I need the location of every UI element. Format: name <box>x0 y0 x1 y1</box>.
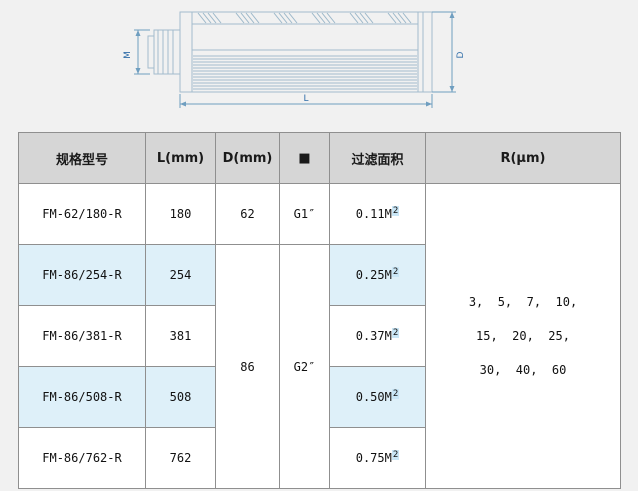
table-row: FM-86/762-R 762 0.75M2 <box>18 427 621 489</box>
area-cell: 0.75M2 <box>329 427 426 489</box>
model-cell: FM-86/254-R <box>18 244 146 306</box>
micron-cell: 3, 5, 7, 10, 15, 20, 25, 30, 40, 60 <box>425 183 621 489</box>
length-cell: 381 <box>145 305 216 367</box>
technical-drawing: M D L <box>0 0 638 130</box>
table-row: FM-62/180-R 180 62 G1″ 0.11M2 3, 5, 7, 1… <box>18 183 621 489</box>
length-cell: 180 <box>145 183 216 245</box>
filter-drawing-svg: M D L <box>123 11 466 108</box>
length-cell: 762 <box>145 427 216 489</box>
area-superscript: 2 <box>391 389 400 399</box>
dimension-lines <box>134 11 456 108</box>
model-cell: FM-86/381-R <box>18 305 146 367</box>
length-cell: 254 <box>145 244 216 306</box>
header-length: L(mm) <box>145 132 216 184</box>
area-cell: 0.50M2 <box>329 366 426 428</box>
hatch-marks <box>197 12 412 24</box>
model-cell: FM-86/762-R <box>18 427 146 489</box>
diameter-cell: 62 <box>215 183 280 245</box>
header-model: 规格型号 <box>18 132 146 184</box>
area-superscript: 2 <box>391 450 400 460</box>
area-cell: 0.25M2 <box>329 244 426 306</box>
dim-label-m: M <box>123 51 133 59</box>
area-superscript: 2 <box>391 206 400 216</box>
thread-cell: G1″ <box>279 183 330 245</box>
length-cell: 508 <box>145 366 216 428</box>
area-superscript: 2 <box>391 267 400 277</box>
dim-label-l: L <box>303 94 308 104</box>
spec-table: 规格型号 L(mm) D(mm) ■ 过滤面积 R(μm) FM-62/180-… <box>18 132 621 489</box>
header-row: 规格型号 L(mm) D(mm) ■ 过滤面积 R(μm) <box>18 132 621 184</box>
dimension-arrows <box>135 12 455 107</box>
model-cell: FM-62/180-R <box>18 183 146 245</box>
header-diameter: D(mm) <box>215 132 280 184</box>
diameter-cell-merged: 86 <box>215 244 280 489</box>
header-micron: R(μm) <box>425 132 621 184</box>
table-row: FM-86/254-R 254 86 G2″ 0.25M2 <box>18 244 621 489</box>
model-cell: FM-86/508-R <box>18 366 146 428</box>
header-filter-area: 过滤面积 <box>329 132 426 184</box>
area-cell: 0.11M2 <box>329 183 426 245</box>
area-cell: 0.37M2 <box>329 305 426 367</box>
dim-label-d: D <box>456 51 466 58</box>
area-superscript: 2 <box>391 328 400 338</box>
thread-cell-merged: G2″ <box>279 244 330 489</box>
header-thread: ■ <box>279 132 330 184</box>
